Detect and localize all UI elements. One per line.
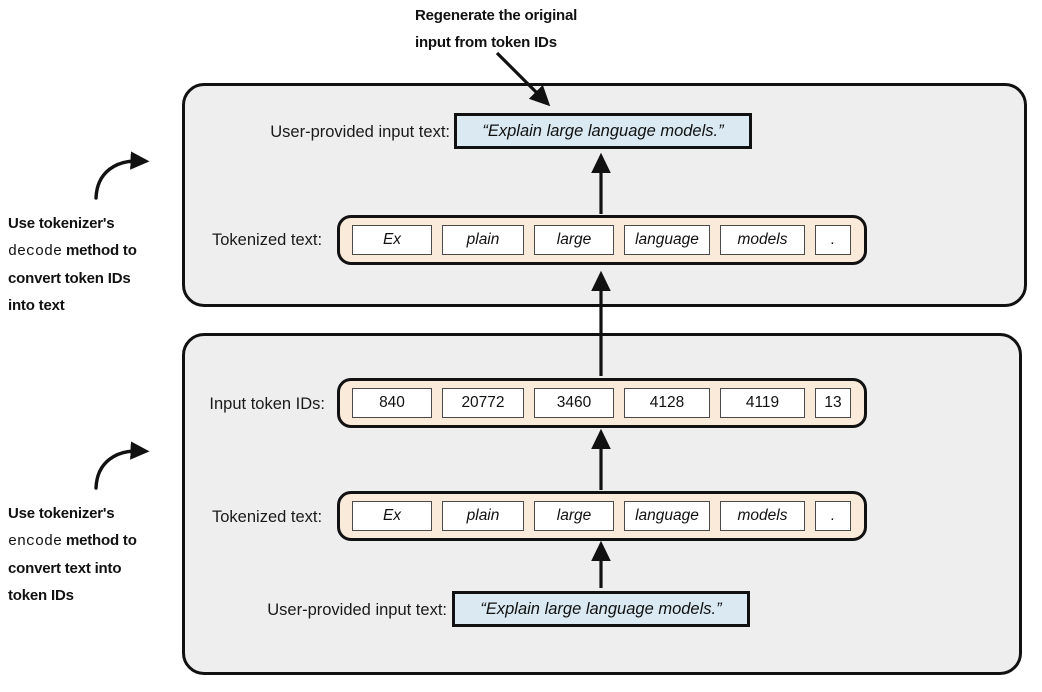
token-id-chip: 4119 [720,388,805,418]
encode-callout-line1: Use tokenizer's [8,505,115,522]
decode-callout: Use tokenizer's decode method to convert… [8,210,137,319]
decode-method-name: decode [8,243,63,260]
token-id-chip: 840 [352,388,432,418]
token-chip: . [815,501,851,531]
token-id-chip: 3460 [534,388,614,418]
token-chip: plain [442,225,524,255]
encode-callout-line2-rest: method to [62,532,137,549]
decode-callout-line2-rest: method to [62,242,137,259]
regenerate-callout-line1: Regenerate the original [415,7,578,24]
token-chip: Ex [352,501,432,531]
encode-input-text-box: “Explain large language models.” [452,591,750,627]
encode-tokenized-text-label: Tokenized text: [212,508,323,526]
token-id-chip: 20772 [442,388,524,418]
encode-curved-arrow [94,441,150,490]
encode-method-name: encode [8,533,63,550]
token-chip: models [720,225,805,255]
token-chip: language [624,501,710,531]
decode-tokenized-strip: Ex plain large language models . [337,215,867,265]
token-chip: models [720,501,805,531]
decode-callout-line1: Use tokenizer's [8,215,115,232]
encode-input-text-label: User-provided input text: [267,601,447,619]
encode-callout: Use tokenizer's encode method to convert… [8,500,137,609]
token-chip: plain [442,501,524,531]
encode-token-ids-strip: 840 20772 3460 4128 4119 13 [337,378,867,428]
decode-callout-line3: convert token IDs [8,270,131,287]
encode-tokenized-strip: Ex plain large language models . [337,491,867,541]
token-chip: . [815,225,851,255]
token-id-chip: 4128 [624,388,710,418]
token-chip: Ex [352,225,432,255]
token-chip: large [534,501,614,531]
encode-callout-line3: convert text into [8,560,122,577]
token-chip: language [624,225,710,255]
decode-input-text-label: User-provided input text: [270,123,450,141]
decode-callout-line4: into text [8,297,65,314]
encode-token-ids-label: Input token IDs: [209,395,325,413]
token-chip: large [534,225,614,255]
decode-curved-arrow [94,151,150,200]
encode-callout-line4: token IDs [8,587,74,604]
regenerate-callout: Regenerate the original input from token… [415,2,577,56]
decode-input-text-box: “Explain large language models.” [454,113,752,149]
decode-tokenized-text-label: Tokenized text: [212,231,323,249]
decode-callout-line2: decode method to [8,237,137,265]
regenerate-callout-line2: input from token IDs [415,34,557,51]
token-id-chip: 13 [815,388,851,418]
encode-callout-line2: encode method to [8,527,137,555]
